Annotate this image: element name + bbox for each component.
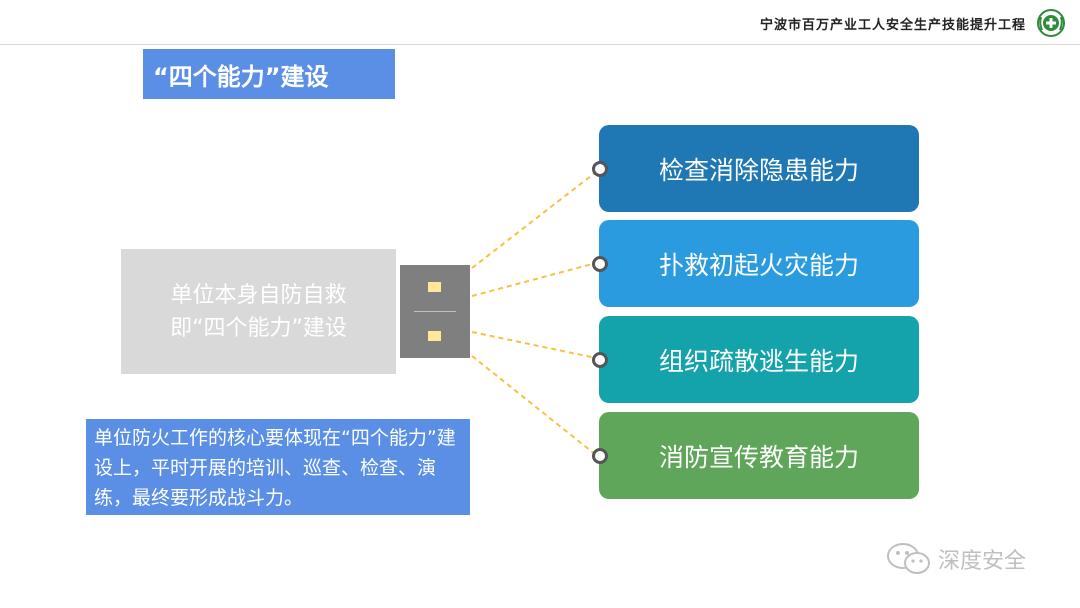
center-line-1: 单位本身自防自救 bbox=[170, 282, 347, 308]
capability-label-2: 扑救初起火灾能力 bbox=[658, 250, 859, 280]
capability-box-3: 组织疏散逃生能力 bbox=[599, 316, 919, 403]
center-concept-box: 单位本身自防自救 即“四个能力”建设 bbox=[121, 249, 396, 374]
connector-square-top bbox=[428, 282, 441, 292]
connector-square-bottom bbox=[428, 331, 441, 341]
watermark: 深度安全 bbox=[886, 542, 1026, 576]
header-divider bbox=[0, 44, 1080, 45]
connector-block bbox=[400, 265, 470, 358]
connector-line-1 bbox=[471, 171, 597, 269]
capability-box-2: 扑救初起火灾能力 bbox=[599, 220, 919, 307]
capability-dot-4 bbox=[592, 448, 608, 464]
capability-label-1: 检查消除隐患能力 bbox=[658, 155, 859, 185]
capability-label-4: 消防宣传教育能力 bbox=[658, 442, 859, 472]
connector-line-2 bbox=[471, 262, 597, 297]
connector-line-3 bbox=[471, 331, 597, 359]
capability-dot-2 bbox=[592, 256, 608, 272]
capability-dot-1 bbox=[592, 161, 608, 177]
wechat-icon bbox=[887, 543, 930, 574]
safety-cross-logo-icon bbox=[1037, 9, 1065, 37]
capability-label-3: 组织疏散逃生能力 bbox=[658, 346, 859, 376]
capability-box-4: 消防宣传教育能力 bbox=[599, 412, 919, 499]
connector-line-4 bbox=[471, 355, 597, 456]
header-title: 宁波市百万产业工人安全生产技能提升工程 bbox=[759, 18, 1026, 33]
capability-box-1: 检查消除隐患能力 bbox=[599, 125, 919, 212]
capability-dot-3 bbox=[592, 352, 608, 368]
center-line-2: 即“四个能力”建设 bbox=[170, 315, 347, 341]
summary-note: 单位防火工作的核心要体现在“四个能力”建设上，平时开展的培训、巡查、检查、演练，… bbox=[86, 419, 470, 515]
section-title: “四个能力”建设 bbox=[143, 49, 395, 99]
watermark-text: 深度安全 bbox=[938, 549, 1027, 574]
connector-divider bbox=[414, 311, 456, 312]
